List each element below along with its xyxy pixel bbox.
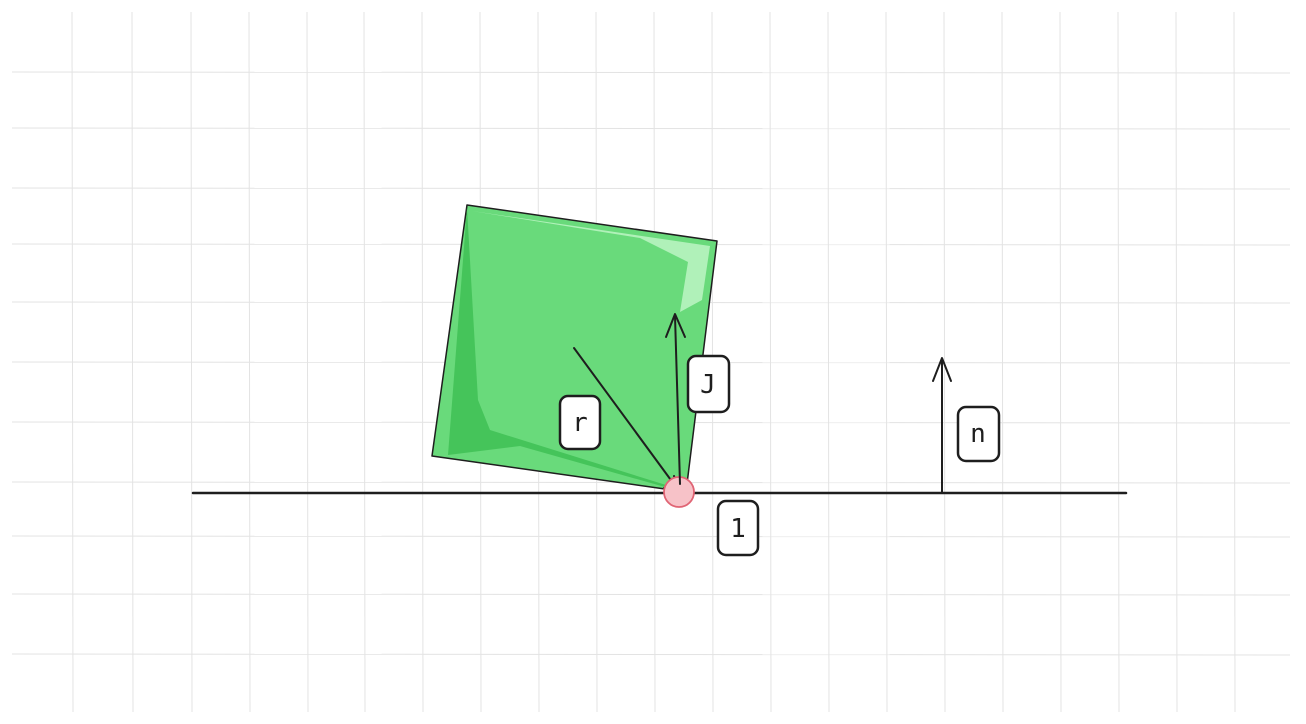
grid-line-horizontal (11, 127, 1291, 130)
impulse-arrowhead (665, 313, 686, 338)
grid-line-horizontal (11, 187, 1291, 190)
label-contact-index-text: 1 (730, 514, 746, 544)
label-j[interactable]: J (686, 354, 731, 414)
label-n-text: n (970, 419, 986, 449)
box-highlight (472, 211, 710, 312)
grid-line-horizontal (11, 593, 1291, 596)
grid-line-vertical (1117, 11, 1120, 713)
grid-line-horizontal (11, 535, 1291, 538)
impulse-vector (674, 315, 681, 485)
grid-line-vertical (1175, 11, 1178, 713)
label-contact-index[interactable]: 1 (716, 499, 760, 557)
grid-line-horizontal (11, 653, 1291, 656)
grid-line-vertical (1059, 11, 1062, 713)
grid-line-vertical (1233, 11, 1236, 713)
grid-line-vertical (885, 11, 888, 713)
radius-vector (573, 347, 677, 488)
label-r[interactable]: r (558, 394, 602, 451)
label-j-text: J (700, 370, 716, 400)
label-n[interactable]: n (956, 405, 1001, 463)
grid-line-vertical (769, 11, 772, 713)
grid-line-horizontal (11, 71, 1291, 74)
grid-line-vertical (1001, 11, 1004, 713)
grid-line-vertical (827, 11, 830, 713)
normal-arrowhead (932, 357, 952, 382)
label-r-text: r (572, 408, 588, 438)
